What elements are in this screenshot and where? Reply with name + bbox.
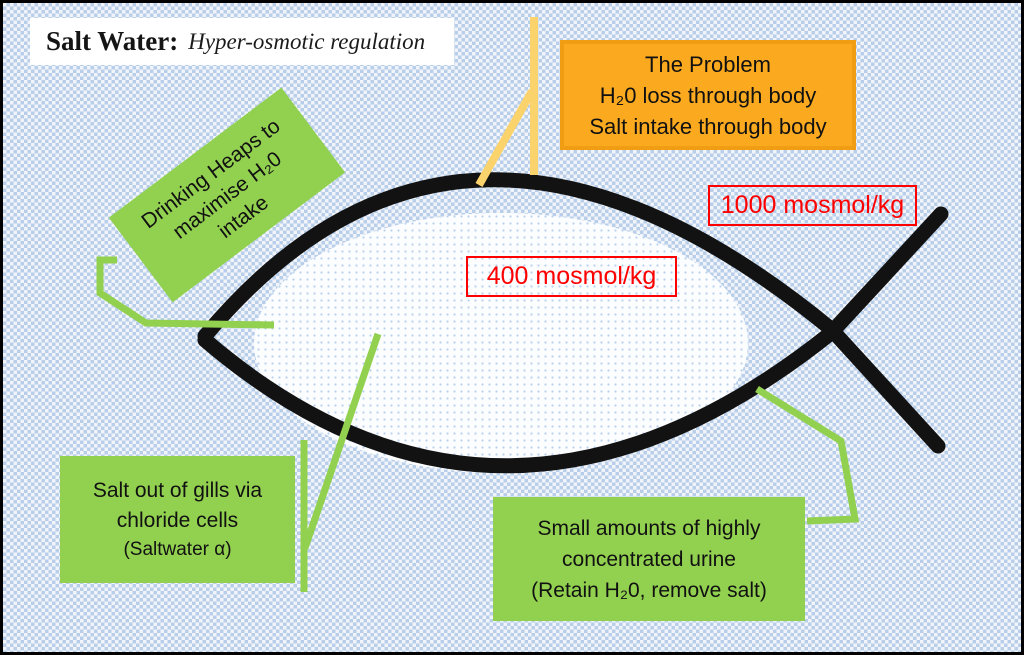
problem-line-1: The Problem xyxy=(645,51,771,77)
drinking-connector-line xyxy=(96,256,275,329)
internal-osmolarity-value: 400 mosmol/kg xyxy=(486,262,657,290)
slide-title: Salt Water: Hyper-osmotic regulation xyxy=(30,18,454,65)
problem-line-2: H₂0 loss through body xyxy=(599,82,817,108)
problem-line-3: Salt intake through body xyxy=(589,113,827,139)
problem-connector-line xyxy=(475,17,538,187)
urine-connector-line xyxy=(755,386,860,525)
fish-diagram xyxy=(96,17,949,592)
gills-line-1: Salt out of gills via xyxy=(92,478,263,502)
title-subtitle: Hyper-osmotic regulation xyxy=(188,28,426,54)
title-prefix: Salt Water: xyxy=(46,26,179,56)
problem-box: The Problem H₂0 loss through body Salt i… xyxy=(560,40,856,150)
gills-box: Salt out of gills via chloride cells (Sa… xyxy=(60,456,295,583)
gills-line-2: chloride cells xyxy=(116,508,239,532)
urine-line-3: (Retain H₂0, remove salt) xyxy=(531,578,767,602)
external-osmolarity-value: 1000 mosmol/kg xyxy=(720,191,905,219)
gills-connector-line xyxy=(300,332,382,592)
fish-body-ellipse xyxy=(254,213,748,473)
urine-line-2: concentrated urine xyxy=(562,547,736,571)
gills-line-3: (Saltwater α) xyxy=(123,538,232,560)
urine-line-1: Small amounts of highly xyxy=(537,516,761,540)
fish-outline-upper xyxy=(197,172,946,454)
fish-outline-lower xyxy=(197,206,949,474)
external-osmolarity-label: 1000 mosmol/kg xyxy=(708,185,917,226)
internal-osmolarity-label: 400 mosmol/kg xyxy=(466,256,677,297)
urine-box: Small amounts of highly concentrated uri… xyxy=(493,497,805,621)
